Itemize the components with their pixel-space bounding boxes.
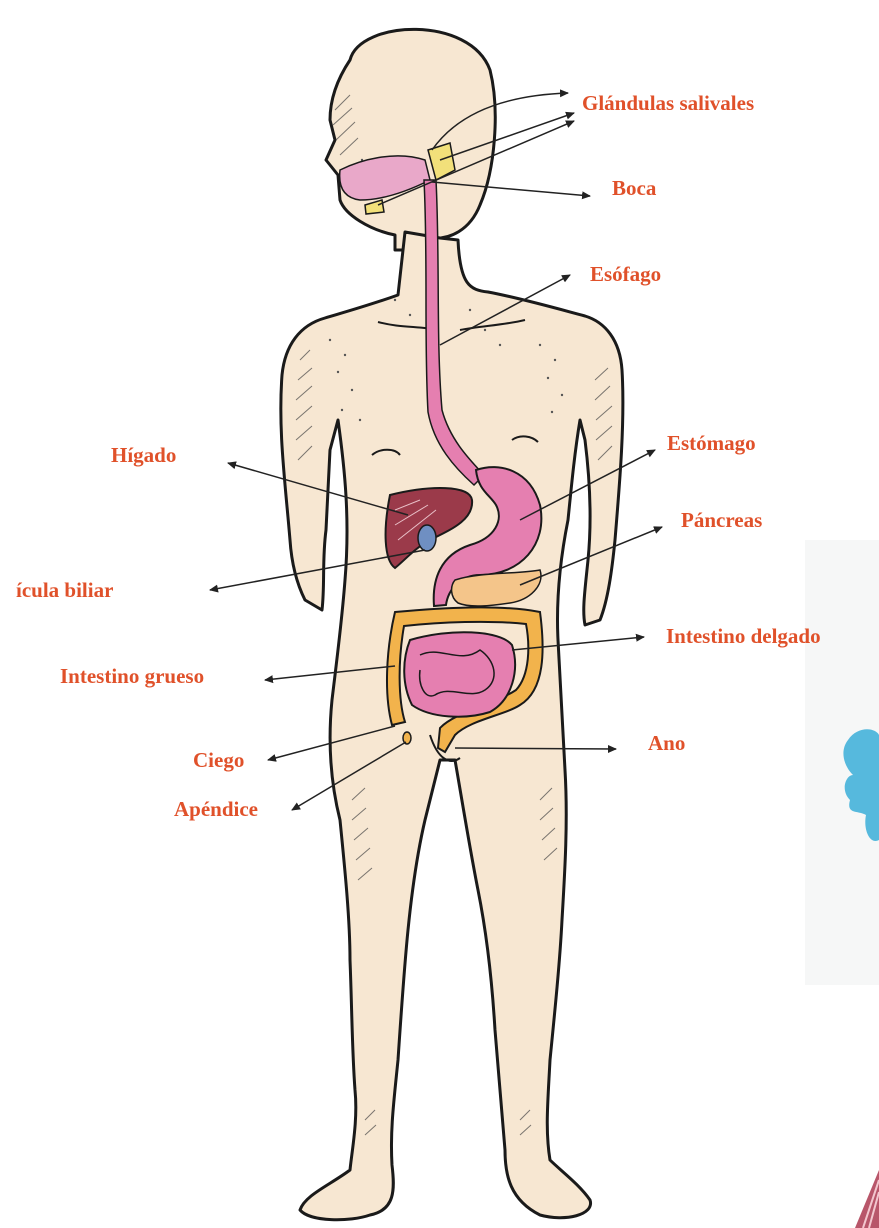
corner-stripes-fragment bbox=[835, 1170, 879, 1228]
label-esofago: Esófago bbox=[590, 262, 661, 286]
small-intestine bbox=[404, 632, 515, 717]
label-vesicula-biliar: ícula biliar bbox=[16, 578, 113, 602]
appendix bbox=[403, 732, 411, 744]
label-higado: Hígado bbox=[111, 443, 176, 467]
label-glandulas-salivales: Glándulas salivales bbox=[582, 91, 754, 115]
label-pancreas: Páncreas bbox=[681, 508, 762, 532]
label-ciego: Ciego bbox=[193, 748, 244, 772]
label-boca: Boca bbox=[612, 176, 656, 200]
label-intestino-grueso: Intestino grueso bbox=[60, 664, 204, 688]
label-estomago: Estómago bbox=[667, 431, 756, 455]
gallbladder bbox=[418, 525, 436, 551]
arrow-ano bbox=[455, 748, 616, 749]
label-ano: Ano bbox=[648, 731, 685, 755]
body-silhouette bbox=[281, 29, 623, 1219]
blue-decoration-fragment bbox=[838, 720, 879, 850]
label-intestino-delgado: Intestino delgado bbox=[666, 624, 821, 648]
label-apendice: Apéndice bbox=[174, 797, 258, 821]
